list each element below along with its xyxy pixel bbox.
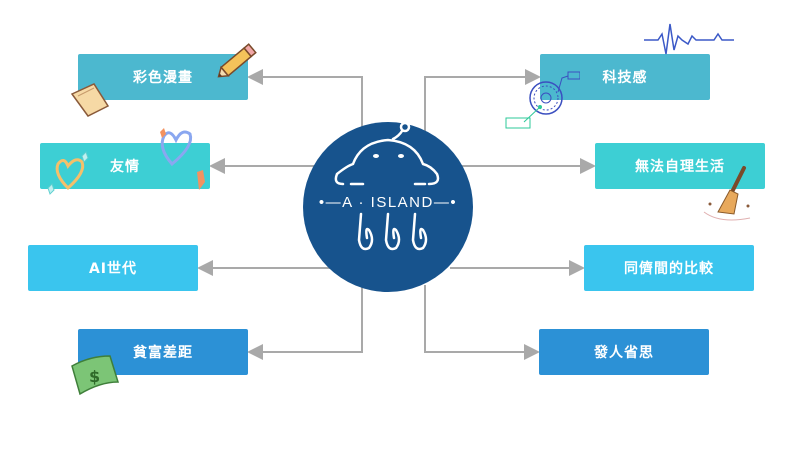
hub-title: •—A · ISLAND—• [318,194,458,211]
node-tech[interactable]: 科技感 [540,54,710,100]
node-label: 貧富差距 [133,345,193,361]
node-peer-comparison[interactable]: 同儕間的比較 [584,245,754,291]
money-bill-icon: $ [71,355,120,396]
jellyfish-robot-icon [334,122,440,251]
connector-reflection [424,285,540,360]
node-ai-generation[interactable]: AI世代 [28,245,198,291]
broom-icon [703,166,751,221]
pencil-icon [217,43,257,78]
tech-dial-icon [505,71,580,129]
node-label: AI世代 [88,261,138,277]
paper-note-icon [70,83,110,117]
heart-icon [47,151,89,195]
dollar-sign: $ [89,367,100,386]
node-manga[interactable]: 彩色漫畫 [78,54,248,100]
node-label: 發人省思 [594,345,654,361]
heart-icon [160,128,193,167]
sparkle-icon [197,170,205,190]
waveform-icon [644,23,734,55]
connector-wealth-gap [247,285,363,360]
center-hub[interactable]: •—A · ISLAND—• [303,122,473,292]
node-label: 友情 [110,159,140,175]
node-reflection[interactable]: 發人省思 [539,329,709,375]
node-label: 科技感 [602,70,648,86]
node-label: 無法自理生活 [635,159,725,175]
connector-tech [424,69,541,150]
node-label: 同儕間的比較 [624,261,714,277]
node-label: 彩色漫畫 [133,70,193,86]
